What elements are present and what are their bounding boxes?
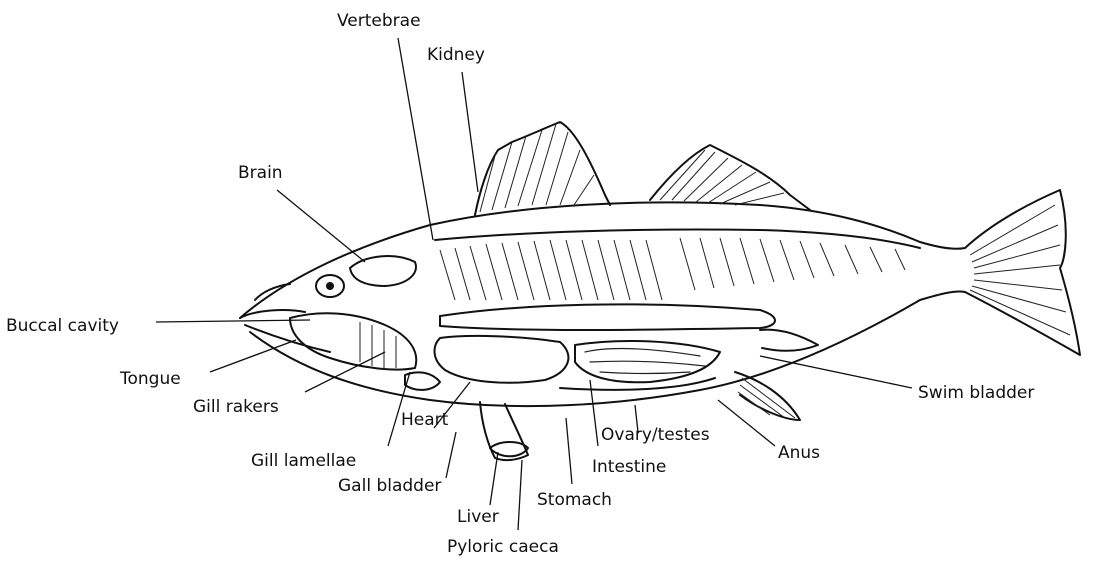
label-stomach: Stomach (537, 490, 612, 510)
leader-liver (490, 452, 498, 505)
label-kidney: Kidney (427, 45, 485, 65)
pelvic-fin (480, 402, 528, 460)
label-ovary-testes: Ovary/testes (601, 425, 710, 445)
first-dorsal-fin (475, 122, 610, 215)
leader-gall-bladder (446, 432, 456, 478)
leader-tongue (210, 340, 296, 372)
brain (350, 256, 416, 286)
intestine (560, 378, 715, 390)
label-gall-bladder: Gall bladder (338, 476, 441, 496)
pupil (326, 282, 334, 290)
swim-bladder (440, 304, 775, 330)
leader-gill-rakers (305, 352, 385, 392)
second-dorsal-fin (650, 145, 810, 210)
label-buccal-cavity: Buccal cavity (6, 316, 119, 336)
leader-stomach (566, 418, 572, 484)
label-anus: Anus (778, 443, 820, 463)
pectoral-fin (760, 330, 818, 351)
caudal-fin (965, 190, 1080, 355)
leader-kidney (462, 72, 478, 192)
leader-buccal-cavity (156, 320, 310, 322)
leader-swim-bladder (760, 356, 912, 388)
label-brain: Brain (238, 163, 283, 183)
label-vertebrae: Vertebrae (337, 11, 421, 31)
liver-stomach (435, 336, 569, 383)
leader-gill-lamellae (388, 372, 410, 446)
label-liver: Liver (457, 507, 499, 527)
leader-anus (718, 400, 775, 446)
leader-brain (277, 190, 365, 262)
leader-vertebrae (398, 38, 433, 240)
label-gill-rakers: Gill rakers (193, 397, 279, 417)
vertebral-column (435, 229, 920, 300)
heart (405, 372, 440, 390)
pyloric-caeca (490, 442, 528, 456)
gill-region (290, 313, 416, 369)
label-pyloric-caeca: Pyloric caeca (447, 537, 559, 557)
label-swim-bladder: Swim bladder (918, 383, 1034, 403)
label-intestine: Intestine (592, 457, 666, 477)
label-gill-lamellae: Gill lamellae (251, 451, 356, 471)
label-tongue: Tongue (119, 369, 181, 389)
leader-pyloric-caeca (518, 460, 522, 530)
label-heart: Heart (401, 410, 449, 430)
labels: Vertebrae Kidney Brain Buccal cavity Ton… (6, 11, 1034, 557)
